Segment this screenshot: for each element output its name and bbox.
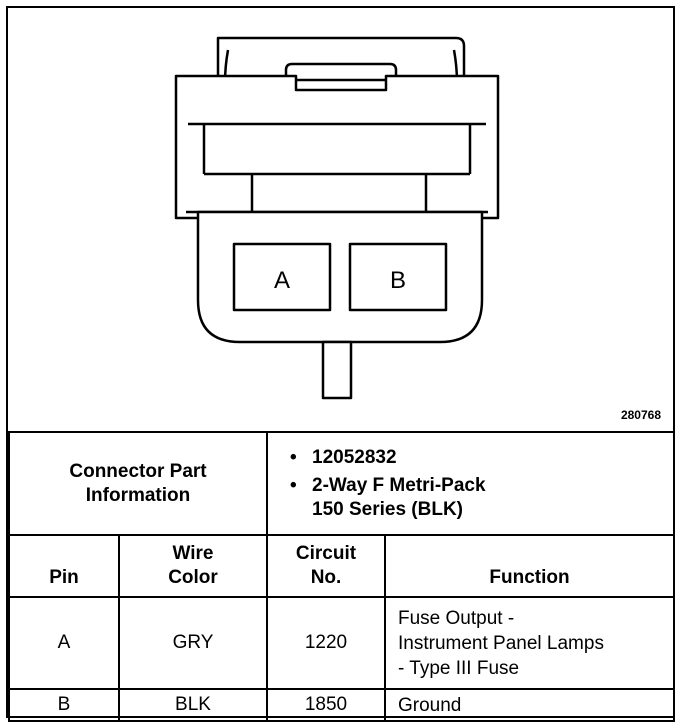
part-info-row: Connector Part Information •12052832 •2-…: [8, 431, 676, 536]
header-circuit-no: Circuit No.: [266, 534, 386, 598]
row-b-pin: B: [8, 688, 120, 722]
part-number: •12052832: [290, 446, 397, 468]
wire-lead: [321, 340, 353, 400]
part-series: 150 Series (BLK): [312, 498, 464, 520]
part-type: •2-Way F Metri-Pack: [290, 474, 486, 496]
cavity-b: [348, 242, 448, 312]
part-info-label: Connector Part Information: [69, 460, 207, 506]
cavity-a: [232, 242, 332, 312]
connector-upper-body: [174, 74, 500, 220]
cavity-a-label: A: [274, 267, 290, 294]
connector-drawing: A B: [174, 36, 500, 400]
part-info-label-cell: Connector Part Information: [8, 431, 268, 536]
pin-table-header: Pin Wire Color Circuit No. Function: [8, 534, 676, 598]
connector-diagram: A B 280768: [8, 8, 673, 431]
row-a-pin: A: [8, 596, 120, 690]
connector-info-table: Connector Part Information •12052832 •2-…: [8, 431, 676, 722]
tab-slot: [284, 62, 398, 82]
header-pin: Pin: [8, 534, 120, 598]
row-a-wire-color: GRY: [118, 596, 268, 690]
table-row: B BLK 1850 Ground: [8, 688, 676, 722]
connector-sheet: A B 280768 Connector Part Information •1…: [6, 6, 676, 722]
cavity-b-label: B: [390, 267, 406, 294]
row-b-function: Ground: [383, 688, 676, 722]
row-a-circuit: 1220: [266, 596, 386, 690]
table-row: A GRY 1220 Fuse Output - Instrument Pane…: [8, 596, 676, 690]
row-b-wire-color: BLK: [118, 688, 268, 722]
header-wire-color: Wire Color: [118, 534, 268, 598]
connector-lower-body: [196, 210, 484, 344]
header-function: Function: [383, 534, 676, 598]
row-b-circuit: 1850: [266, 688, 386, 722]
part-info-details: •12052832 •2-Way F Metri-Pack 150 Series…: [265, 431, 676, 536]
figure-number: 280768: [620, 408, 661, 422]
row-a-function: Fuse Output - Instrument Panel Lamps - T…: [383, 596, 676, 690]
